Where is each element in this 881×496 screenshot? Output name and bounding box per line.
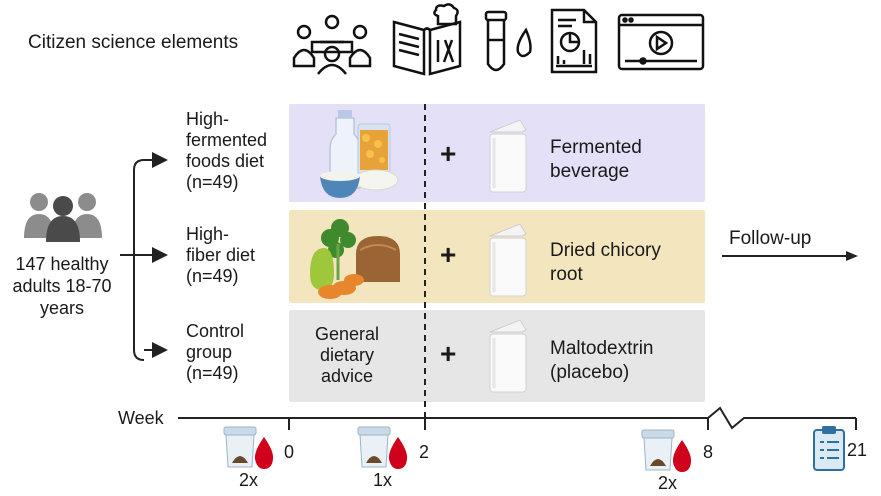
supplement-fermented-label: Fermented beverage [550, 136, 642, 184]
week2-divider [424, 104, 426, 418]
supplement-control-label: Maltodextrin (placebo) [550, 337, 654, 385]
supplement-label-line: Dried chicory [550, 240, 661, 261]
participants-line3: years [39, 298, 84, 318]
video-player-icon [617, 13, 705, 71]
timeline-week-label: Week [118, 408, 164, 428]
participants-label: 147 healthy adults 18-70 years [0, 253, 124, 319]
supplement-label-line: Maltodextrin [550, 338, 654, 359]
arm-control-label-n: (n=49) [186, 363, 239, 383]
arm-control-label-line: group [186, 342, 233, 362]
plus-sign: + [440, 338, 457, 369]
report-icon [550, 8, 598, 74]
arm-control-label-line: Control [186, 321, 245, 341]
randomization-arrows [120, 152, 168, 361]
arm-fiber-label: High- fiber diet (n=49) [186, 224, 255, 287]
sample-count: 1x [373, 470, 393, 490]
participants-line2: adults 18-70 [12, 276, 112, 296]
supplement-sachet-icon [489, 223, 527, 297]
arm-fiber-label-line: High- [186, 224, 230, 244]
stool-blood-sample-icon [357, 426, 408, 469]
supplement-label-line: Fermented [550, 137, 642, 158]
people-group-icon [24, 193, 102, 242]
cookbook-icon [392, 3, 462, 76]
general-advice-line: advice [320, 366, 374, 386]
clipboard-questionnaire-icon [813, 426, 845, 471]
supplement-label-line: root [550, 264, 583, 285]
supplement-fiber-label: Dried chicory root [550, 239, 661, 287]
group-meeting-icon [292, 14, 372, 75]
stool-blood-sample-icon [641, 429, 692, 472]
tick-week-8: 8 [703, 442, 714, 462]
tick-week-21: 21 [847, 440, 868, 460]
general-advice-label: General dietary advice [302, 324, 392, 387]
fiber-foods-icon [310, 219, 400, 299]
blood-tube-icon [484, 10, 532, 72]
arm-fermented-label-n: (n=49) [186, 172, 239, 192]
arm-fermented-label-line: fermented [186, 130, 268, 150]
arm-fermented-label-line: foods diet [186, 151, 265, 171]
citizen-science-title: Citizen science elements [28, 32, 239, 53]
followup-arrow [722, 251, 858, 261]
followup-label: Follow-up [729, 228, 812, 249]
plus-sign: + [440, 138, 457, 169]
arm-fiber-label-line: fiber diet [186, 245, 256, 265]
sample-count: 2x [239, 470, 259, 490]
plus-sign: + [440, 239, 457, 270]
general-advice-line: General [314, 324, 380, 344]
arm-fermented-label-line: High- [186, 109, 230, 129]
arm-control-label: Control group (n=49) [186, 321, 244, 384]
supplement-sachet-icon [489, 319, 527, 393]
supplement-sachet-icon [489, 119, 527, 193]
timeline-axis [178, 406, 857, 430]
fermented-foods-icon [320, 110, 399, 198]
arm-fermented-label: High- fermented foods diet (n=49) [186, 109, 267, 193]
arm-fiber-label-n: (n=49) [186, 266, 239, 286]
supplement-label-line: (placebo) [550, 362, 630, 383]
stool-blood-sample-icon [223, 426, 274, 469]
supplement-label-line: beverage [550, 161, 630, 182]
tick-week-0: 0 [284, 442, 295, 462]
tick-week-2: 2 [419, 442, 430, 462]
sample-count: 2x [658, 473, 678, 493]
general-advice-line: dietary [319, 345, 375, 365]
participants-line1: 147 healthy [15, 254, 109, 274]
